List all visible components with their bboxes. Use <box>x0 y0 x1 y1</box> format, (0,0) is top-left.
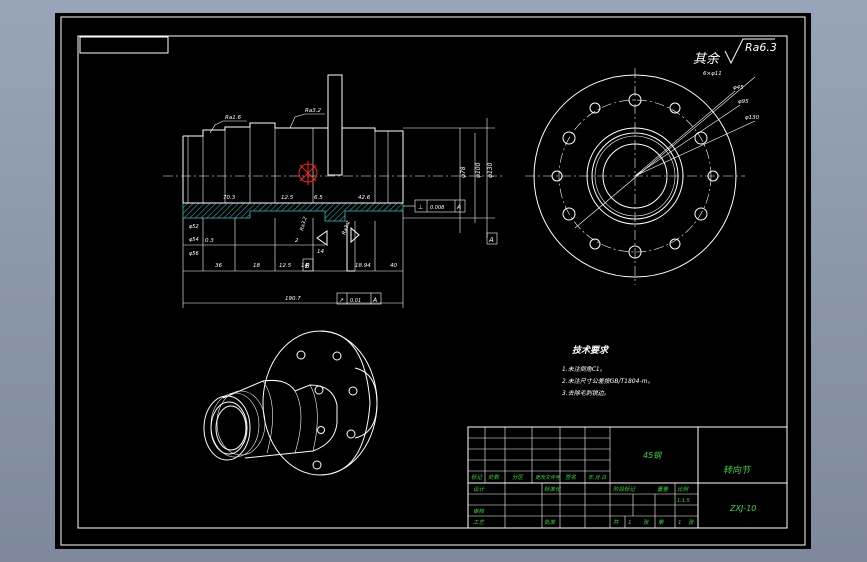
tb-sheet-1: 1 <box>628 520 632 526</box>
tb-row-process: 工艺 <box>473 519 486 526</box>
tb-sheet-3: 第 <box>658 519 665 526</box>
tech-req-title: 技术要求 <box>572 345 610 356</box>
svg-text:A: A <box>456 204 461 211</box>
dim-left-2: φ54 <box>189 237 199 243</box>
dim-b2-4: 14 <box>301 263 308 269</box>
iso-flange-face <box>262 330 378 476</box>
tech-req-line-2: 2.未注尺寸公差按GB/T1804-m。 <box>562 377 653 385</box>
datum-a-box <box>486 232 498 245</box>
tb-sheet-2: 张 <box>643 519 650 526</box>
dim-left-1: φ52 <box>189 224 199 230</box>
title-block: 45钢 转向节 ZXJ-10 标记 处数 分区 更改文件号 签名 年.月.日 设… <box>467 426 788 529</box>
dim-v-3: φ130 <box>487 162 494 178</box>
leader-label-4: φ130 <box>745 115 760 121</box>
tb-label-0: 标记 <box>471 474 483 481</box>
iso-shaft <box>222 380 338 459</box>
tech-requirements: 技术要求 1.未注倒角C1。 2.未注尺寸公差按GB/T1804-m。 3.去除… <box>562 345 653 397</box>
tb-label-5: 年.月.日 <box>588 474 607 481</box>
hub-outline <box>342 127 404 203</box>
tb-label-4: 签名 <box>565 474 577 481</box>
shaft-upper-outline <box>183 122 328 137</box>
dim-b1-3: 14 <box>317 249 324 255</box>
shaft-left-end <box>182 136 203 204</box>
flange-stem <box>327 74 343 176</box>
dim-b2-5: 18.94 <box>355 263 371 269</box>
tb-scale: 1:1.5 <box>677 498 690 504</box>
dim-upper-3: 6.5 <box>314 195 323 201</box>
tb-part-name: 转向节 <box>723 465 752 476</box>
tb-sheet-5: 张 <box>688 519 695 526</box>
dim-v-1: φ78 <box>460 166 467 178</box>
iso-shaft-end <box>203 395 251 461</box>
general-roughness: 其余 Ra6.3 <box>693 38 777 67</box>
inner-frame <box>77 35 788 529</box>
leader-label-3: φ95 <box>738 99 749 105</box>
dim-b2-1: 36 <box>215 263 222 269</box>
dim-b1-1: 0.3 <box>205 238 214 244</box>
outer-border <box>60 16 806 546</box>
svg-text:0.008: 0.008 <box>430 205 444 211</box>
tb-approve: 批准 <box>544 519 557 526</box>
isometric-view <box>203 330 378 476</box>
fcf-right: ⊥ 0.008 A <box>414 199 466 213</box>
tb-material: 45钢 <box>643 451 662 460</box>
tb-drawing-no: ZXJ-10 <box>729 504 756 513</box>
tb-row-review: 审核 <box>473 508 486 515</box>
datum-a-label: A <box>488 236 494 244</box>
datum-b-label: B <box>305 262 310 270</box>
corner-code-box <box>79 36 169 54</box>
tech-req-line-1: 1.未注倒角C1。 <box>562 365 606 373</box>
svg-text:↗: ↗ <box>339 297 344 304</box>
dim-b1-2: 2 <box>295 238 299 244</box>
roughness-general-value: Ra6.3 <box>745 41 777 54</box>
dim-b2-6: 40 <box>390 263 397 269</box>
dim-overall: 190.7 <box>285 296 301 302</box>
datum-b-box <box>302 258 314 272</box>
dim-upper-4: 42.6 <box>358 195 371 201</box>
dim-left-3: φ56 <box>189 251 199 257</box>
svg-text:⊥: ⊥ <box>418 204 423 211</box>
end-view: 6×φ11 φ45 φ95 φ130 <box>525 68 760 285</box>
hatched-wall <box>182 202 404 222</box>
svg-text:0.01: 0.01 <box>350 298 361 304</box>
tb-sheet-0: 共 <box>613 519 619 526</box>
tb-stage: 阶段标记 <box>613 486 636 493</box>
drawing-canvas: φ78 φ100 φ130 70.3 12.5 6.5 42.6 φ52 φ54… <box>60 16 806 546</box>
tb-scale-label: 比例 <box>677 486 690 493</box>
roughness-callout-1: Ra1.6 <box>225 115 241 121</box>
section-view: φ78 φ100 φ130 70.3 12.5 6.5 42.6 φ52 φ54… <box>163 74 505 308</box>
leader-label-2: φ45 <box>733 85 744 91</box>
tech-req-line-3: 3.去除毛刺锐边。 <box>562 389 610 397</box>
fcf-bottom: ↗ 0.01 A <box>336 292 382 305</box>
dim-v-2: φ100 <box>475 162 482 178</box>
tb-row-design: 设计 <box>473 486 485 493</box>
roughness-general-label: 其余 <box>693 51 721 67</box>
dim-upper-2: 12.5 <box>281 195 294 201</box>
tb-label-3: 更改文件号 <box>535 474 561 481</box>
svg-text:A: A <box>372 297 377 304</box>
roughness-callout-3: Ra3.2 <box>299 216 309 232</box>
tb-weight: 重量 <box>657 486 669 493</box>
roughness-callout-4: Ra3.2 <box>341 220 352 236</box>
cad-viewport[interactable]: φ78 φ100 φ130 70.3 12.5 6.5 42.6 φ52 φ54… <box>55 13 811 549</box>
dim-b2-2: 18 <box>253 263 260 269</box>
dim-b2-3: 12.5 <box>279 263 292 269</box>
tb-std: 标准化 <box>544 486 562 493</box>
tb-sheet-4: 1 <box>678 520 682 526</box>
dim-upper-1: 70.3 <box>223 195 236 201</box>
leader-label-1: 6×φ11 <box>703 71 722 77</box>
roughness-callout-2: Ra3.2 <box>305 108 321 114</box>
tb-label-2: 分区 <box>512 474 525 481</box>
tb-label-1: 处数 <box>488 474 501 481</box>
